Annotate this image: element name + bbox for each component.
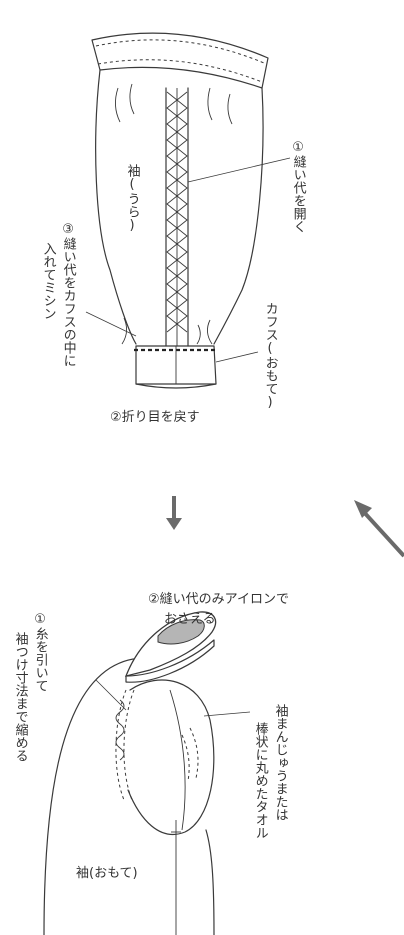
iron-icon xyxy=(124,611,217,683)
sleeve-top-illustration xyxy=(91,32,269,389)
sleeve-bottom-illustration xyxy=(43,611,217,935)
sleeve-back-label: 袖(うら) xyxy=(124,164,140,233)
step3-sew-cuff-label-line1: ③縫い代をカフスの中に xyxy=(60,222,76,367)
step1-open-seam-label: ①縫い代を開く xyxy=(290,140,306,233)
step1-pull-thread-label-line2: 袖つけ寸法まで縮める xyxy=(12,632,28,762)
sleeve-front-label: 袖(おもて) xyxy=(76,866,138,881)
step2-press-seam-label-line1: ②縫い代のみアイロンで xyxy=(148,592,290,607)
step1-pull-thread-label-line1: ①糸を引いて xyxy=(32,612,48,692)
towel-roll-label-line2: 棒状に丸めたタオル xyxy=(252,722,268,839)
step2-refold-label: ②折り目を戻す xyxy=(110,410,200,425)
cuff-front-label: カフス(おもて) xyxy=(262,302,278,410)
towel-roll-label-line1: 袖まんじゅうまたは xyxy=(272,704,288,821)
step2-press-seam-label-line2: おさえる xyxy=(164,612,216,627)
step3-sew-cuff-label-line2: 入れてミシン xyxy=(40,242,56,320)
diagonal-arrow-icon xyxy=(354,500,404,558)
down-arrow-icon xyxy=(166,496,182,530)
